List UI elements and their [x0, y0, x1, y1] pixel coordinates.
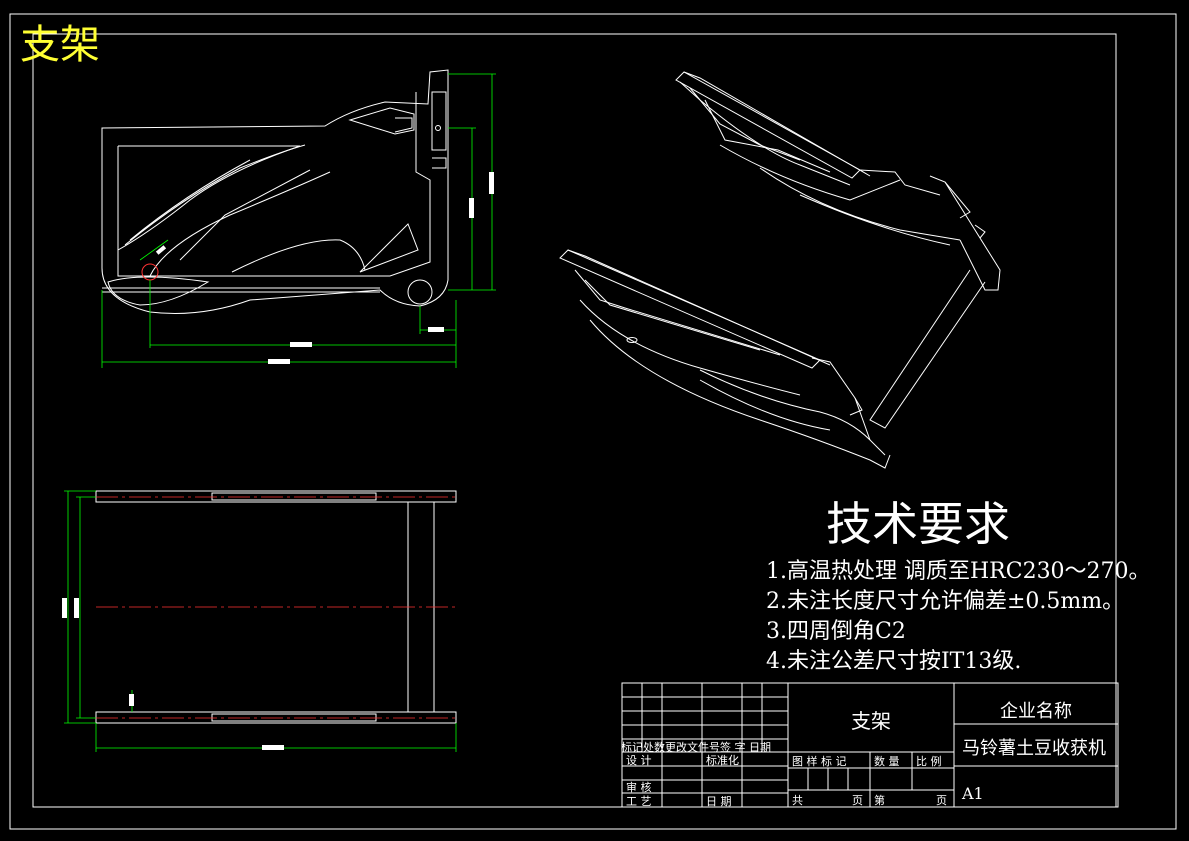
standardize-label: 标准化 [706, 753, 739, 767]
company-name: 企业名称 [1000, 701, 1072, 722]
outer-border [9, 13, 1177, 830]
tech-req-item-1: 1.高温热处理 调质至HRC230～270。 [766, 559, 1151, 584]
design-label: 设 计 [626, 754, 652, 767]
tech-req-item-4: 4.未注公差尺寸按IT13级. [766, 649, 1021, 674]
part-name: 支架 [851, 709, 891, 733]
tech-req-item-3: 3.四周倒角C2 [766, 619, 906, 644]
sheet-label: 第 [874, 793, 885, 807]
scale-header: 比 例 [916, 754, 942, 768]
sheet-size: A1 [961, 784, 984, 803]
date-label: 日 期 [706, 795, 732, 808]
revision-header: 标记处数更改文件号签 字 日期 [621, 740, 771, 754]
tech-req-heading: 技术要求 [826, 497, 1010, 551]
front-view-dimensions [101, 73, 496, 368]
front-view-dimension-labels [155, 172, 494, 364]
technical-requirements: 技术要求 1.高温热处理 调质至HRC230～270。 2.未注长度尺寸允许偏差… [766, 497, 1151, 674]
top-view-dimension-labels [62, 598, 284, 750]
stage-header: 图 样 标 记 [792, 754, 847, 768]
title-block [621, 682, 1119, 808]
pages-label: 页 [852, 794, 863, 807]
inner-border [32, 33, 1117, 808]
quantity-header: 数 量 [874, 755, 900, 768]
total-label: 共 [792, 794, 803, 807]
review-label: 审 核 [626, 780, 652, 794]
tech-req-item-2: 2.未注长度尺寸允许偏差±0.5mm。 [766, 589, 1124, 614]
isometric-view [559, 71, 1001, 469]
project-name: 马铃薯土豆收获机 [962, 738, 1106, 759]
top-view-dimensions [64, 490, 457, 752]
front-view [101, 69, 449, 314]
corner-title: 支架 [20, 22, 100, 68]
pages-label-2: 页 [936, 794, 947, 807]
top-view-centerlines [96, 496, 456, 719]
title-block-text: 支架 企业名称 马铃薯土豆收获机 A1 标记处数更改文件号签 字 日期 设 计 … [621, 701, 1106, 808]
process-label: 工 艺 [626, 795, 652, 808]
